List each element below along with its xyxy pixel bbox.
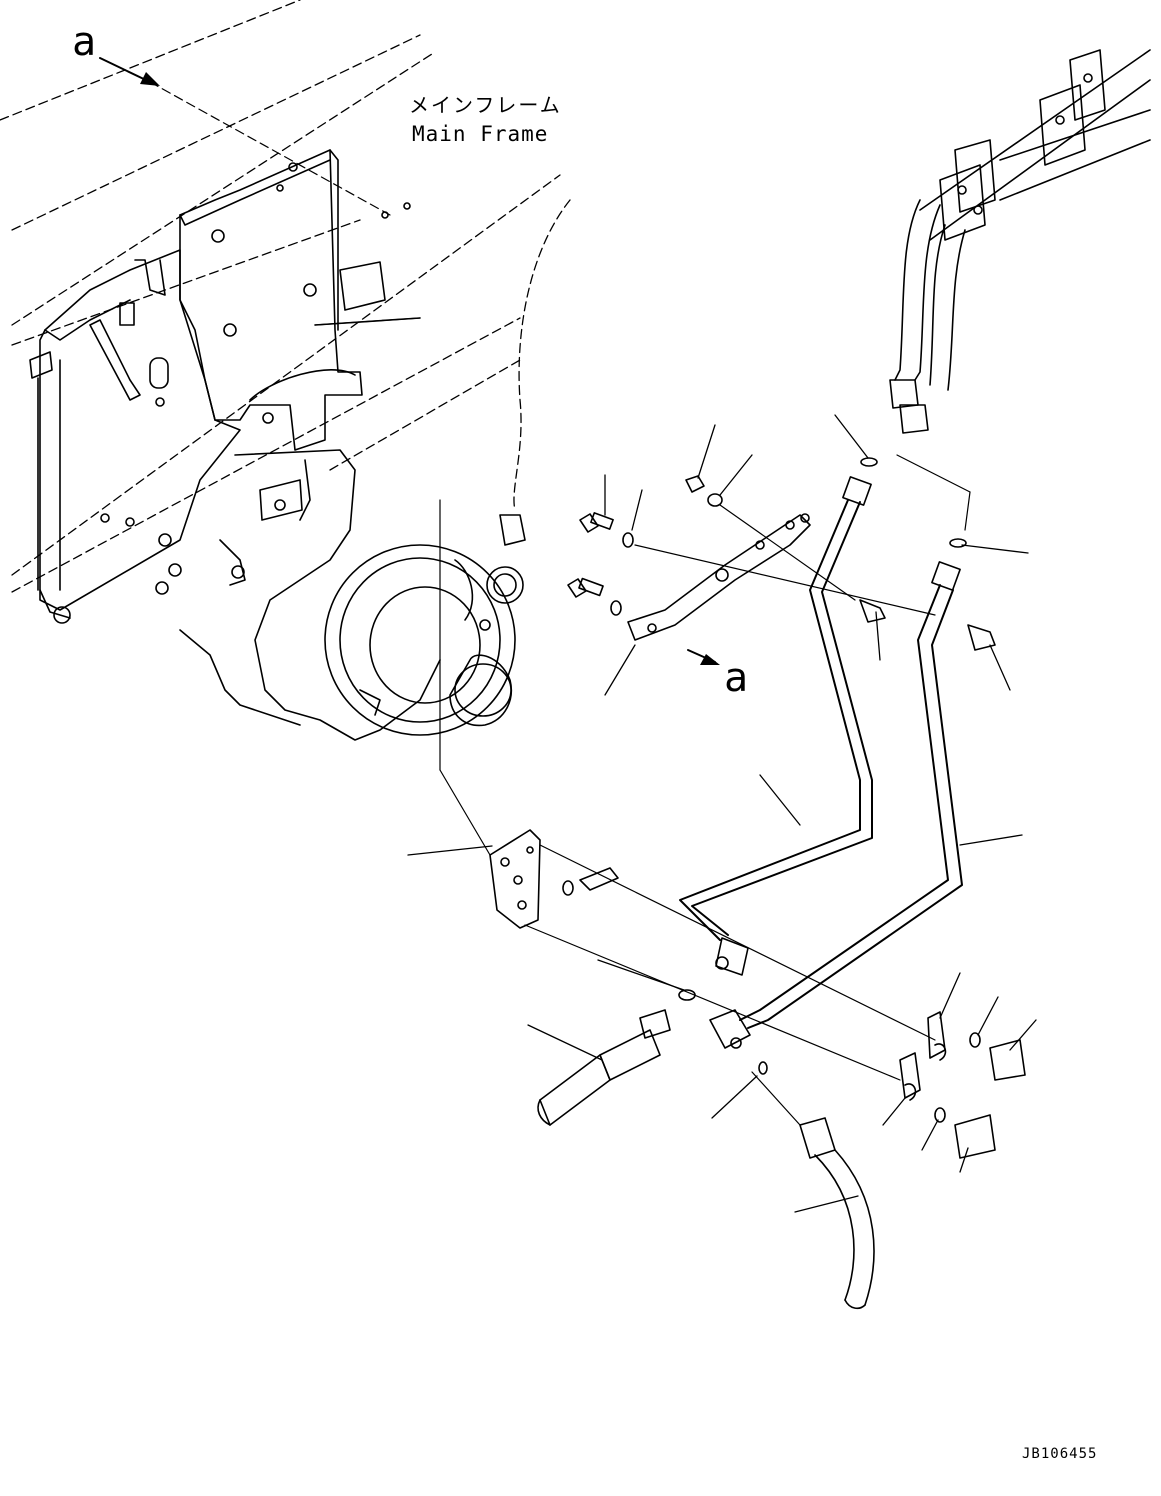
upper-hoses (890, 50, 1150, 530)
hose-lower-left (538, 990, 695, 1125)
tube-mounting-bracket (628, 514, 810, 665)
main-frame-label-jp: メインフレーム (409, 93, 562, 117)
main-frame-rails (0, 0, 570, 592)
main-bracket-plate (180, 150, 420, 450)
lower-side-plate (440, 500, 935, 1080)
tube-left (680, 477, 872, 975)
view-marker-a-mid: a (724, 655, 749, 701)
view-marker-a-top: a (72, 19, 97, 65)
view-arrow-top (100, 58, 390, 215)
upper-fasteners (568, 458, 995, 650)
leader-lines (315, 318, 1036, 1212)
main-frame-label-en: Main Frame (412, 122, 549, 146)
frame-lower-plate (30, 250, 240, 623)
lower-fasteners (900, 1012, 1025, 1158)
hose-lower-center (752, 1062, 874, 1308)
transmission-housing (180, 450, 525, 740)
drawing-code: JB106455 (1022, 1446, 1098, 1462)
tube-right (710, 562, 962, 1048)
